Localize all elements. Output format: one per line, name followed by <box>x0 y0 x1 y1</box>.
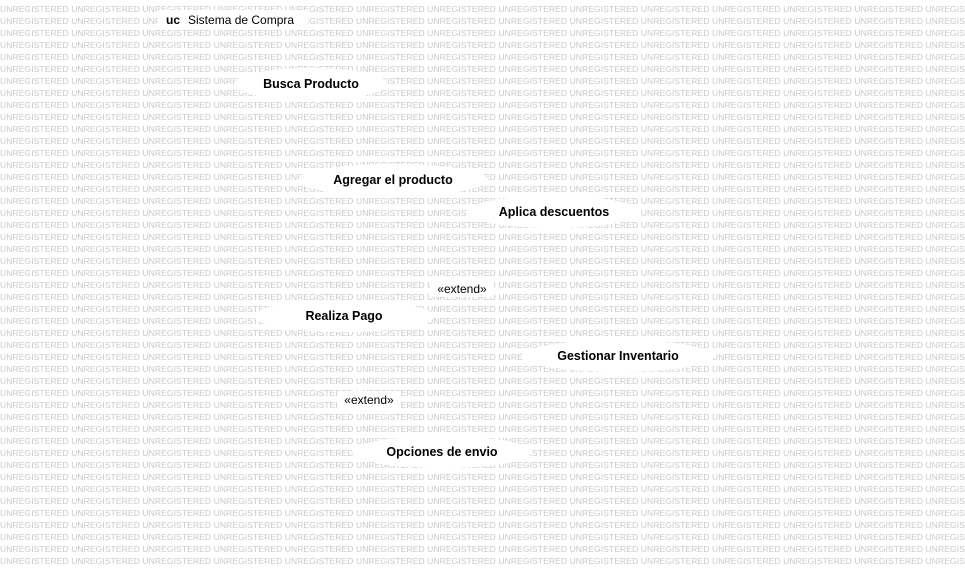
use-case-ellipse <box>352 436 532 468</box>
use-case-ellipse <box>298 164 488 196</box>
extend-stereotype-label: «extend» <box>344 393 394 407</box>
use-case-ellipse <box>522 340 714 372</box>
frame-keyword: uc <box>166 13 181 27</box>
use-case-label: Agregar el producto <box>333 173 453 187</box>
use-case-label: Realiza Pago <box>305 309 382 323</box>
use-case-label: Gestionar Inventario <box>557 349 679 363</box>
stereotype-background <box>337 391 401 408</box>
use-case-agregar-producto[interactable]: Agregar el producto <box>298 164 488 196</box>
use-case-label: Aplica descuentos <box>499 205 609 219</box>
use-case-ellipse <box>234 68 388 100</box>
use-case-ellipse <box>467 196 641 228</box>
use-case-opciones-envio[interactable]: Opciones de envio <box>352 436 532 468</box>
use-case-realiza-pago[interactable]: Realiza Pago <box>254 300 434 332</box>
use-case-aplica-descuentos[interactable]: Aplica descuentos <box>467 196 641 228</box>
stereotype-background <box>430 280 494 297</box>
use-case-ellipse <box>254 300 434 332</box>
extend-stereotype-label: «extend» <box>437 282 487 296</box>
use-case-busca-producto[interactable]: Busca Producto <box>234 68 388 100</box>
use-case-label: Opciones de envio <box>386 445 498 459</box>
extend-relation-descuentos[interactable]: «extend» <box>430 280 494 297</box>
use-case-gestionar-inventario[interactable]: Gestionar Inventario <box>522 340 714 372</box>
use-case-label: Busca Producto <box>263 77 359 91</box>
frame-title: uc Sistema de Compra <box>158 10 309 30</box>
extend-relation-envio[interactable]: «extend» <box>337 391 401 408</box>
frame-name: Sistema de Compra <box>188 13 295 27</box>
